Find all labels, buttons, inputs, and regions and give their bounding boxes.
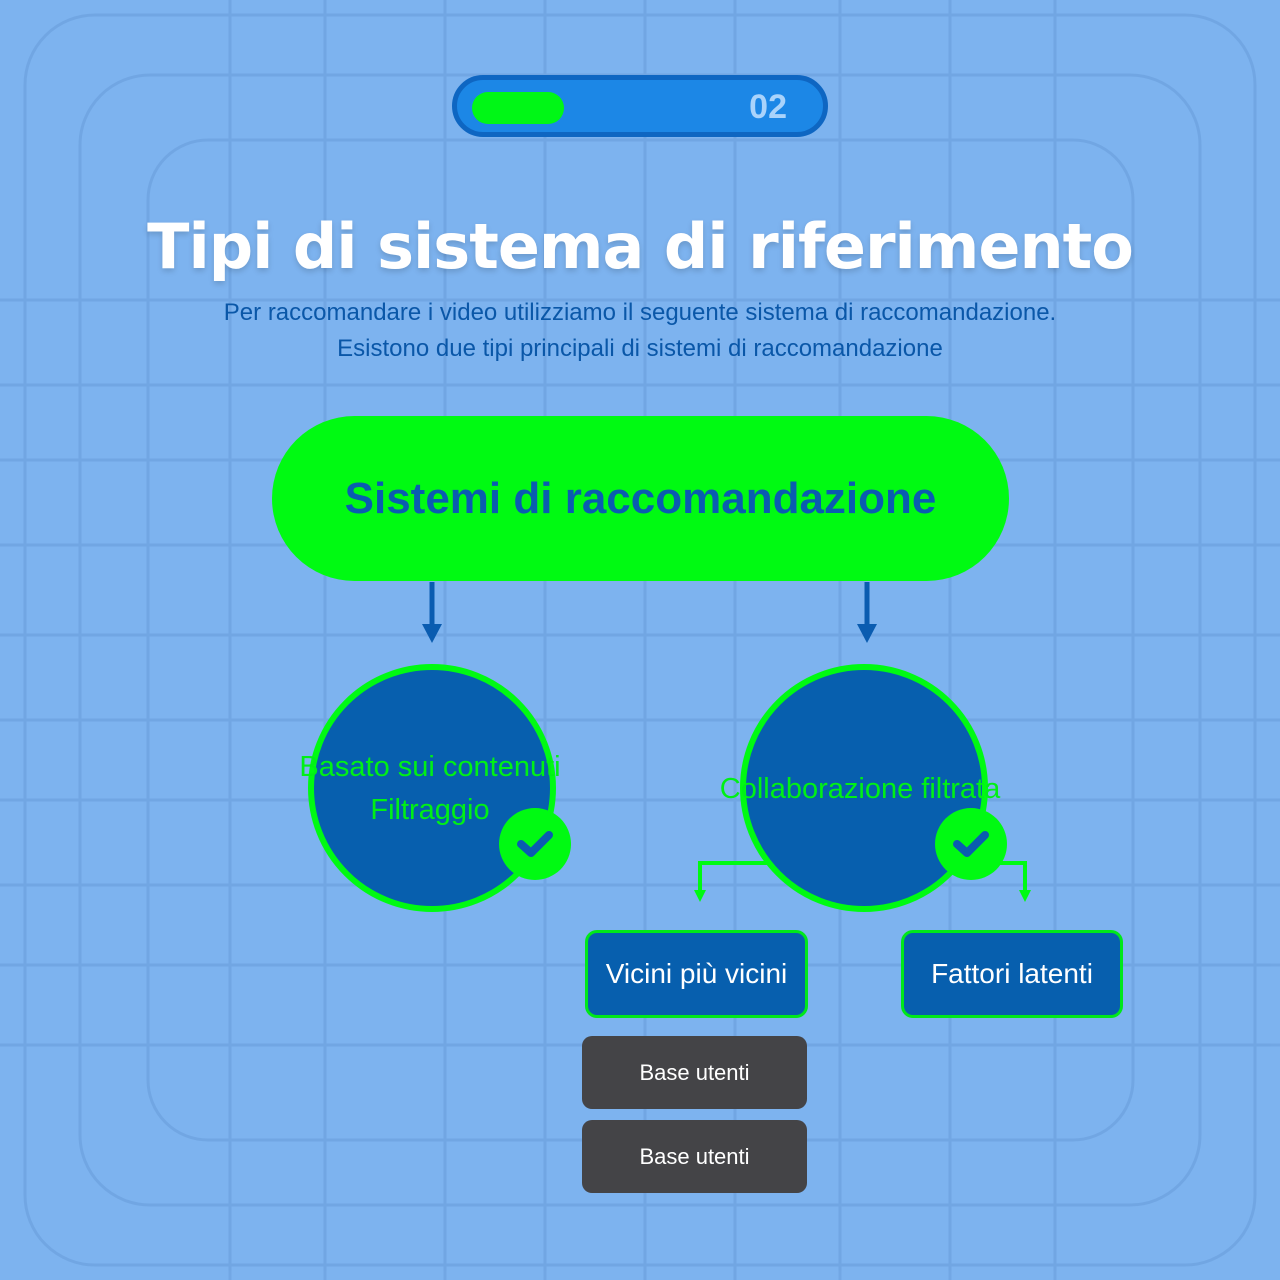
progress-bar: 02 (452, 75, 828, 137)
check-icon (935, 808, 1007, 880)
root-node: Sistemi di raccomandazione (272, 416, 1009, 581)
latent-factors-node: Fattori latenti (901, 930, 1123, 1018)
check-icon (499, 808, 571, 880)
user-base-item: Base utenti (582, 1120, 807, 1193)
user-base-item: Base utenti (582, 1036, 807, 1109)
content-based-label: Basato sui contenuti Filtraggio (230, 746, 630, 832)
label-line: Basato sui contenuti (299, 751, 561, 783)
progress-fill (472, 92, 564, 124)
page-title: Tipi di sistema di riferimento (147, 210, 1134, 283)
subtitle-line-1: Per raccomandare i video utilizziamo il … (223, 299, 1057, 326)
label-line: Filtraggio (370, 794, 490, 826)
collaborative-label: Collaborazione filtrata (719, 773, 1001, 805)
step-number: 02 (749, 88, 787, 126)
subtitle-line-2: Esistono due tipi principali di sistemi … (337, 335, 943, 362)
nearest-neighbors-node: Vicini più vicini (585, 930, 808, 1018)
